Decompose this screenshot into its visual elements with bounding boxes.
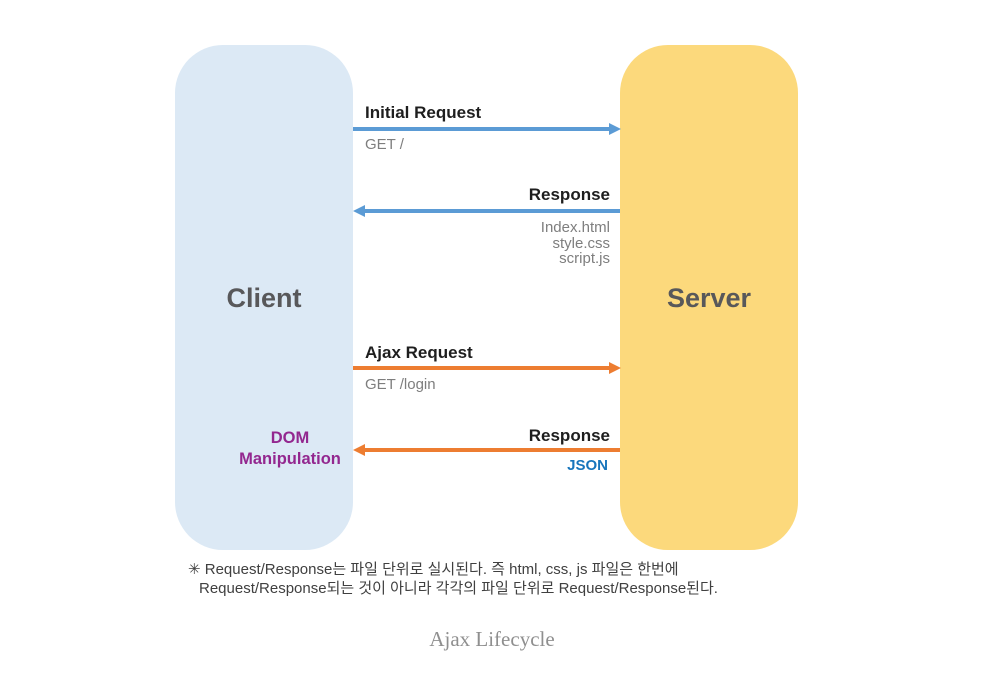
server-label: Server: [666, 283, 752, 313]
response2-arrow-line: [365, 448, 620, 452]
diagram-title: Ajax Lifecycle: [429, 627, 555, 651]
dom-manipulation-annotation: DOM Manipulation: [210, 428, 370, 470]
response2-arrowhead-icon: [353, 444, 365, 456]
dom-manipulation-line1: DOM: [270, 429, 310, 447]
response1-label: Response: [528, 185, 610, 204]
initial-request-label: Initial Request: [365, 103, 482, 122]
dom-manipulation-line2: Manipulation: [239, 450, 341, 468]
response1-arrow-line: [365, 209, 620, 213]
ajax-request-detail: GET /login: [365, 376, 436, 393]
client-box: [175, 45, 353, 550]
response1-files: Index.html style.css script.js: [365, 220, 610, 267]
response1-file: style.css: [552, 234, 610, 252]
response1-file: Index.html: [540, 219, 610, 236]
server-box: [620, 45, 798, 550]
footnote-line2: Request/Response되는 것이 아니라 각각의 파일 단위로 Req…: [199, 579, 718, 597]
ajax-request-arrow-line: [353, 366, 609, 370]
footnote-text1: Request/Response는 파일 단위로 실시된다. 즉 html, c…: [204, 561, 679, 578]
response1-arrowhead-icon: [353, 205, 365, 217]
initial-request-arrowhead-icon: [609, 123, 621, 135]
initial-request-arrow-line: [353, 127, 609, 131]
footnote: ✳ Request/Response는 파일 단위로 실시된다. 즉 html,…: [188, 561, 718, 598]
ajax-request-label: Ajax Request: [365, 343, 473, 362]
client-label: Client: [226, 283, 302, 313]
ajax-request-arrowhead-icon: [609, 362, 621, 374]
response2-label: Response: [528, 426, 610, 445]
initial-request-detail: GET /: [365, 136, 404, 153]
response1-file: script.js: [559, 250, 610, 267]
response2-payload: JSON: [567, 457, 608, 474]
footnote-line1: ✳ Request/Response는 파일 단위로 실시된다. 즉 html,…: [188, 561, 718, 580]
asterisk-icon: ✳: [188, 561, 201, 578]
